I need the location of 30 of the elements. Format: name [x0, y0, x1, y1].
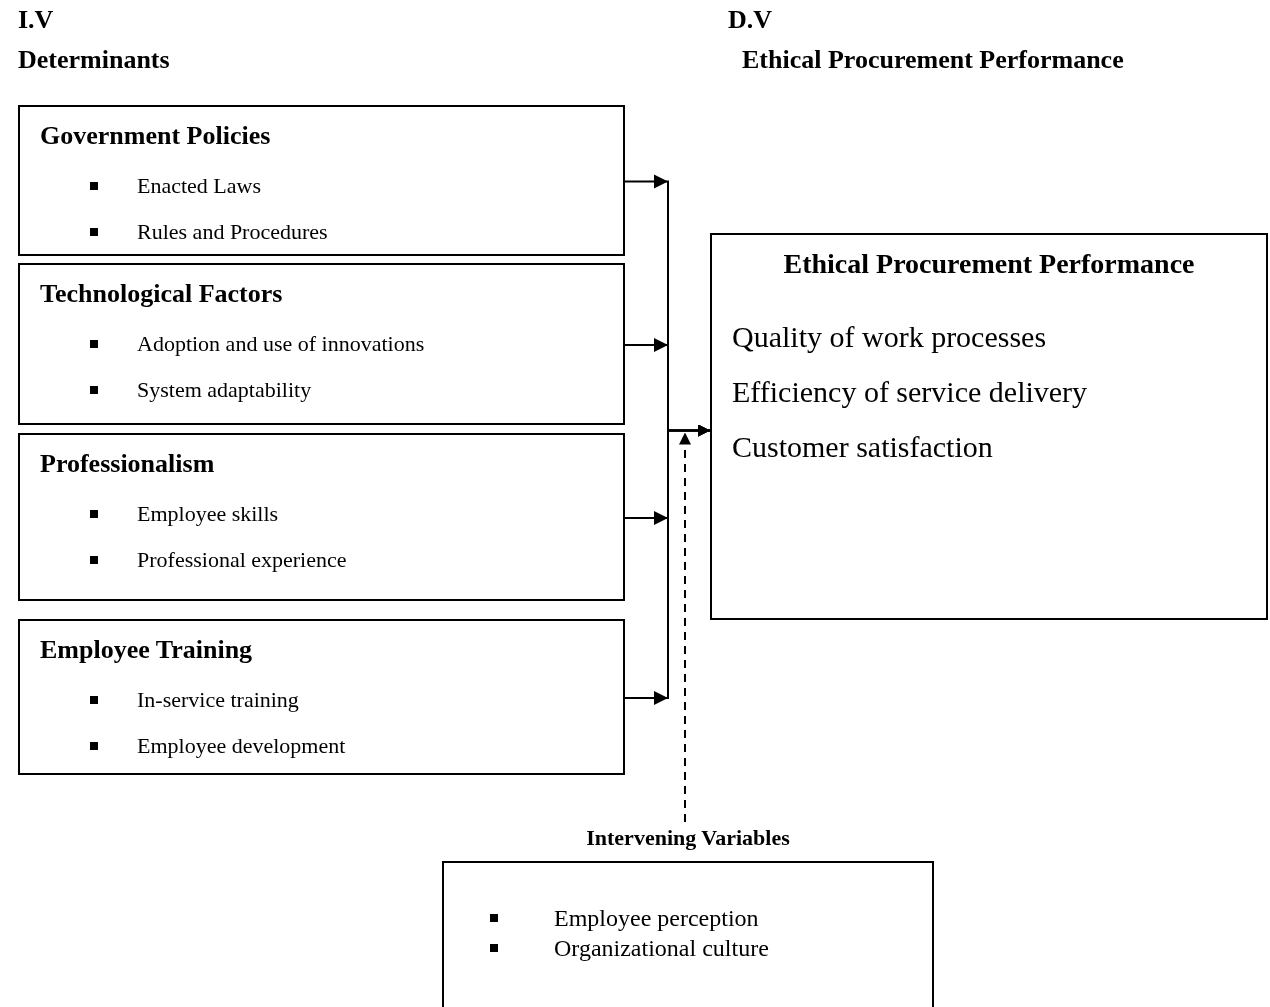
list-item: Professional experience [137, 547, 347, 574]
list-item: Adoption and use of innovations [137, 331, 425, 358]
list-item: In-service training [137, 687, 299, 714]
outcome-item: Efficiency of service delivery [732, 374, 1088, 410]
list-item: Enacted Laws [137, 173, 261, 200]
box-heading: Technological Factors [40, 278, 283, 310]
list-item: System adaptability [137, 377, 312, 404]
column-heading: D.V [728, 6, 773, 35]
column-heading: I.V [18, 6, 54, 35]
box-heading: Employee Training [40, 634, 253, 666]
list-item: Rules and Procedures [137, 219, 328, 246]
box-heading: Intervening Variables [585, 825, 791, 852]
outcome-item: Customer satisfaction [732, 429, 993, 465]
box-heading: Government Policies [40, 120, 271, 152]
list-item: Employee skills [137, 501, 279, 528]
column-heading: Determinants [18, 46, 170, 75]
box-heading: Ethical Procurement Performance [782, 247, 1196, 281]
factor-box [18, 433, 625, 601]
factor-box [18, 619, 625, 775]
factor-box [18, 263, 625, 425]
list-item: Employee perception [554, 905, 759, 932]
list-item: Organizational culture [554, 935, 769, 962]
outcome-box [710, 233, 1268, 620]
box-heading: Professionalism [40, 448, 215, 480]
column-heading: Ethical Procurement Performance [742, 46, 1124, 75]
factor-box [18, 105, 625, 256]
dashed-arrow [679, 431, 691, 823]
outcome-item: Quality of work processes [732, 319, 1047, 355]
arrow [624, 424, 711, 705]
list-item: Employee development [137, 733, 346, 760]
